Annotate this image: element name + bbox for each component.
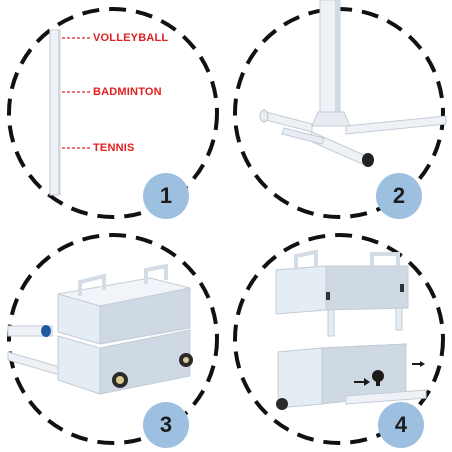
step-2-illustration [233,0,447,219]
tennis-label: TENNIS [93,142,135,154]
volleyball-label: VOLLEYBALL [93,32,169,44]
leg-end-cap [362,153,374,167]
lower-box-front [57,335,101,395]
upper-box-side [99,287,191,345]
dashed-circle-outline [7,7,219,219]
base-leg [7,325,53,337]
badminton-label: BADMINTON [93,86,162,98]
dashed-circle-outline [233,233,445,445]
right-handle [144,263,168,284]
step-2-panel: 2 [226,0,452,226]
step-4-badge: 4 [378,402,424,448]
wheel [276,398,288,410]
right-handle [370,252,400,266]
upper-box-front [275,265,327,315]
leg-end-cap [41,325,51,337]
left-handle [78,273,106,296]
guide-pin [327,309,335,337]
dashed-circle-outline [7,233,219,445]
step-2-badge: 2 [376,173,422,219]
base-leg [345,389,427,405]
right-leg [345,115,447,135]
upper-box-side [325,265,409,311]
guide-pin [395,307,403,331]
step-1-illustration [7,7,219,219]
step-3-badge: 3 [143,402,189,448]
left-handle [294,249,318,270]
step-1-panel: VOLLEYBALL BADMINTON TENNIS 1 [0,0,226,226]
step-3-illustration [7,233,219,445]
step-1-badge: 1 [143,173,189,219]
step-4-illustration [233,233,445,445]
post-base-plate [311,111,351,127]
step-3-panel: 3 [0,226,226,452]
step-4-panel: 4 [226,226,452,452]
